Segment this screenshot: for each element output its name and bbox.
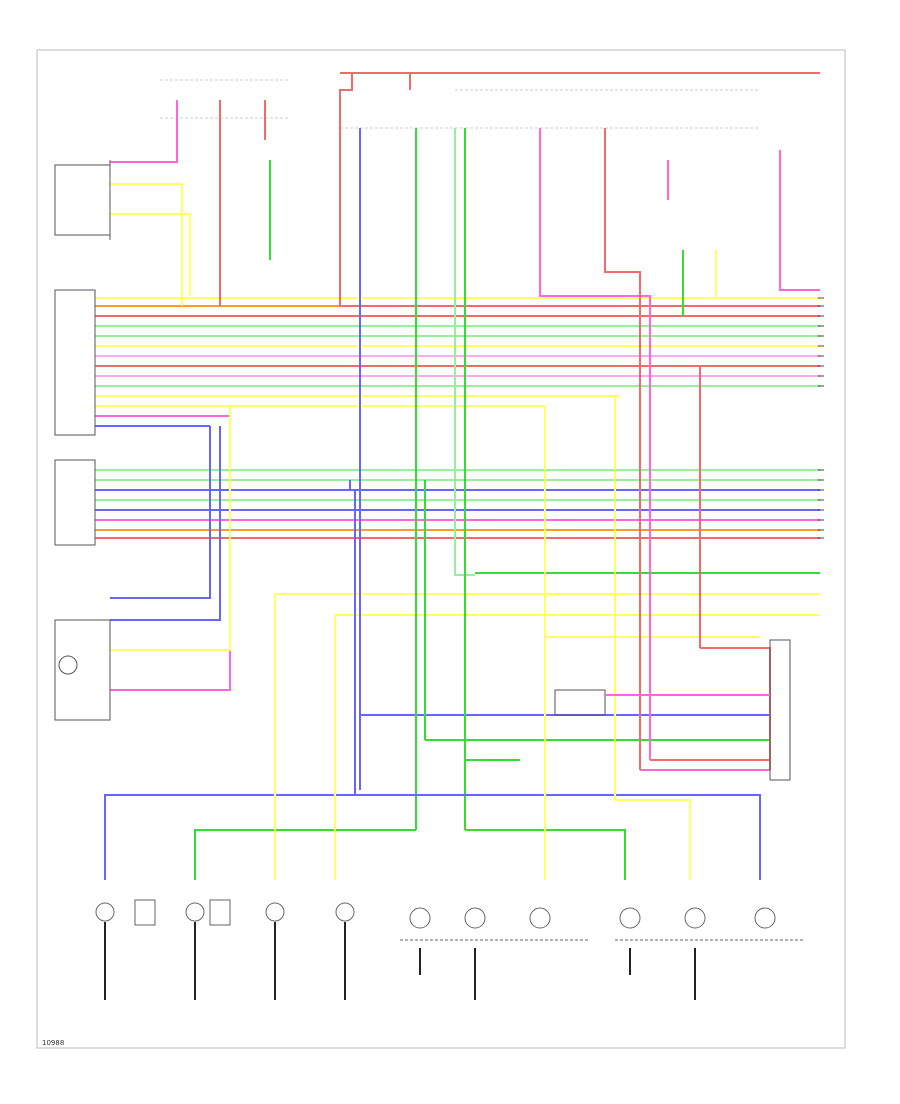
lamp — [95, 902, 115, 922]
lamp — [409, 907, 431, 929]
lamp — [754, 907, 776, 929]
top-fuse-box — [160, 72, 820, 129]
lamp — [529, 907, 551, 929]
left-components — [54, 160, 111, 721]
lamp — [265, 902, 285, 922]
lamp — [619, 907, 641, 929]
diagram-frame — [36, 49, 846, 1049]
lamp — [684, 907, 706, 929]
trailer-connector — [554, 639, 791, 781]
lamp — [185, 902, 205, 922]
lamp — [335, 902, 355, 922]
main-harness — [95, 297, 820, 771]
terminal-ticks — [818, 297, 824, 539]
bottom-lamps — [95, 899, 805, 941]
footer-code: 10988 — [42, 1039, 64, 1047]
vertical-feeds — [104, 73, 820, 880]
lamp — [464, 907, 486, 929]
ground-wires — [104, 922, 696, 1000]
